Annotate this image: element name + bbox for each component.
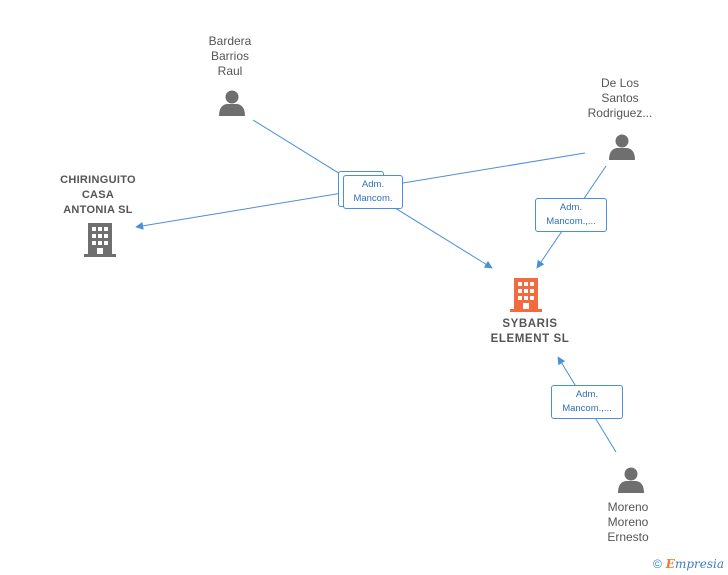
person-icon[interactable] (618, 467, 644, 494)
empresia-watermark: © Empresia (653, 557, 724, 571)
copyright-symbol: © (652, 557, 662, 571)
person-label-delossantos[interactable]: De Los Santos Rodriguez... (587, 76, 653, 120)
company-label-chiringuito[interactable]: CHIRINGUITO CASA ANTONIA SL (60, 174, 136, 216)
edge-label-delossantos-sybaris[interactable]: Adm. Mancom.,... (535, 198, 607, 232)
main-company-building-icon[interactable] (510, 278, 542, 312)
person-label-bardera[interactable]: Bardera Barrios Raul (208, 34, 252, 78)
person-icon[interactable] (219, 90, 245, 117)
company-label-sybaris[interactable]: SYBARIS ELEMENT SL (490, 318, 570, 345)
edge-label-adm-mancom[interactable]: Adm. Mancom. (343, 175, 403, 209)
person-label-moreno[interactable]: Moreno Moreno Ernesto (607, 500, 649, 544)
brand-logo: Empresia (665, 557, 724, 571)
edge-label-moreno-sybaris[interactable]: Adm. Mancom.,... (551, 385, 623, 419)
building-icon[interactable] (84, 223, 116, 257)
person-icon[interactable] (609, 134, 635, 161)
